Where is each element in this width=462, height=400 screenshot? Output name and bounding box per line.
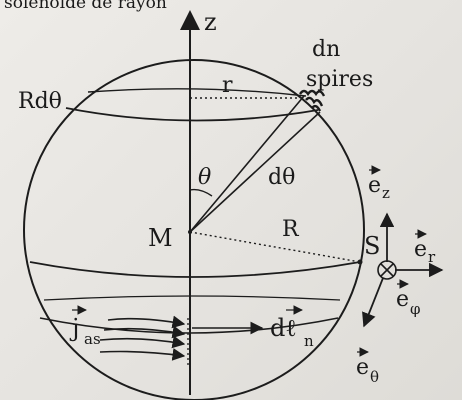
label-dl-n: dℓ n bbox=[270, 305, 314, 350]
svg-text:e: e bbox=[368, 173, 381, 198]
label-e-theta: e θ bbox=[356, 347, 379, 386]
label-j-as: j as bbox=[69, 305, 101, 348]
header-fragment: solénoïde de rayon bbox=[4, 0, 167, 13]
svg-text:e: e bbox=[396, 287, 409, 312]
label-spires: spires bbox=[306, 67, 373, 92]
label-S: S bbox=[364, 232, 380, 260]
label-e-z: e z bbox=[368, 165, 390, 202]
point-M bbox=[188, 230, 192, 234]
radius-line-1 bbox=[189, 95, 305, 233]
svg-text:r: r bbox=[428, 248, 436, 266]
upper-ring-front bbox=[65, 107, 319, 122]
label-d-theta: dθ bbox=[268, 165, 295, 190]
e-phi-symbol bbox=[377, 260, 397, 280]
label-e-r: e r bbox=[414, 229, 436, 266]
upper-ring-back bbox=[87, 88, 307, 97]
label-M: M bbox=[148, 224, 173, 252]
spires-coils bbox=[299, 89, 326, 112]
sphere-outline bbox=[23, 59, 365, 400]
lower-ring bbox=[29, 261, 361, 278]
svg-text:e: e bbox=[414, 237, 427, 262]
label-R: R bbox=[282, 217, 300, 242]
svg-text:as: as bbox=[84, 330, 101, 348]
label-theta: θ bbox=[198, 165, 211, 190]
current-arrows bbox=[99, 315, 186, 361]
radius-line-2 bbox=[189, 111, 321, 233]
svg-text:φ: φ bbox=[410, 300, 421, 318]
e-theta-arrow bbox=[362, 277, 384, 328]
svg-text:dℓ: dℓ bbox=[270, 314, 297, 342]
label-dn: dn bbox=[312, 37, 340, 62]
label-R-dtheta: Rdθ bbox=[18, 89, 62, 114]
R-dotted-line bbox=[189, 231, 361, 263]
svg-text:j: j bbox=[69, 314, 79, 342]
bottom-ring-back bbox=[43, 295, 341, 301]
label-z-axis: z bbox=[204, 8, 217, 36]
label-r: r bbox=[222, 73, 233, 98]
svg-text:n: n bbox=[304, 332, 314, 350]
svg-text:z: z bbox=[382, 184, 390, 202]
point-S bbox=[357, 259, 363, 265]
svg-text:e: e bbox=[356, 355, 369, 380]
svg-text:θ: θ bbox=[370, 368, 379, 386]
label-e-phi: e φ bbox=[396, 279, 421, 318]
theta-arc bbox=[189, 188, 213, 197]
